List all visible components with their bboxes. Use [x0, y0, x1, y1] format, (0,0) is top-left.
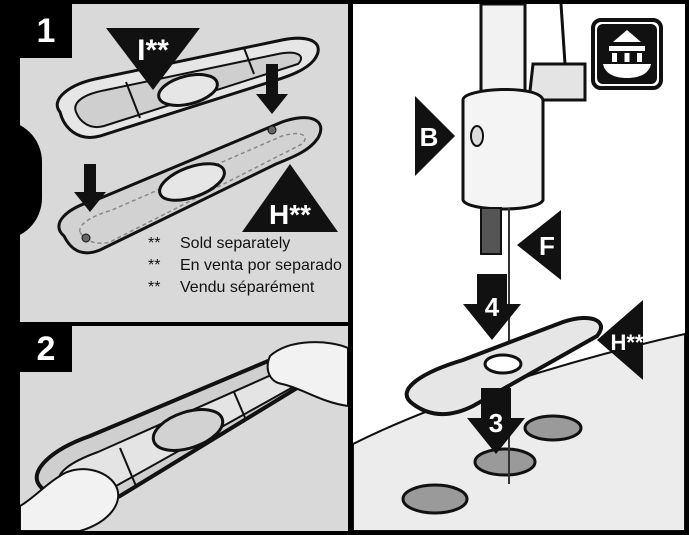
step-2-badge: 2 [20, 326, 72, 372]
sold-separately-notes: ** Sold separately ** En venta por separ… [148, 233, 342, 299]
label-h-right: H** [610, 330, 643, 355]
note-text: Vendu séparément [180, 279, 315, 296]
edge-tab [0, 120, 42, 240]
escutcheon-exploded-illustration: I** H** [55, 28, 338, 255]
label-h-left: H** [269, 199, 311, 230]
step-1-badge: 1 [20, 4, 72, 58]
plate-assembly-illustration [20, 341, 348, 531]
step-3-number: 3 [489, 408, 503, 438]
down-arrow-icon [467, 388, 525, 454]
down-arrow-icon [74, 164, 106, 212]
note-text: En venta por separado [180, 257, 342, 274]
faucet-mount-glyph [597, 24, 657, 84]
note-text: Sold separately [180, 235, 291, 252]
label-b-flag [415, 96, 455, 176]
note-row: ** Sold separately [148, 233, 342, 255]
deck-plate-part [57, 116, 323, 255]
mount-hole [523, 414, 583, 442]
note-stars: ** [148, 235, 161, 252]
mount-hole [473, 447, 537, 477]
step-1-number: 1 [36, 12, 56, 50]
label-i: I** [137, 34, 169, 67]
down-arrow-icon [256, 64, 288, 114]
step-2-number: 2 [36, 330, 56, 368]
note-stars: ** [148, 257, 161, 274]
down-arrow-icon [463, 274, 521, 340]
faucet-mount-icon [591, 18, 663, 90]
right-hand [266, 341, 348, 408]
spacer-plate-part [55, 36, 320, 139]
label-i-flag [106, 28, 200, 90]
label-h-right-flag [597, 300, 643, 380]
label-b: B [420, 122, 439, 152]
label-f: F [539, 231, 555, 261]
left-hand [20, 468, 120, 531]
step-2-panel: 2 [20, 326, 348, 531]
faucet-install-illustration: 4 3 B F H** [353, 4, 685, 531]
note-row: ** Vendu séparément [148, 277, 342, 299]
label-h-flag [242, 164, 338, 232]
step-3-4-panel: 4 3 B F H** [353, 4, 685, 531]
step-4-number: 4 [485, 292, 500, 322]
note-row: ** En venta por separado [148, 255, 342, 277]
label-f-flag [517, 210, 561, 280]
faucet-body [461, 4, 587, 484]
note-stars: ** [148, 279, 161, 296]
escutcheon-hole [483, 353, 523, 375]
mount-hole [401, 483, 469, 515]
step-1-panel: I** H** 1 ** Sold separately ** En venta… [20, 4, 348, 322]
